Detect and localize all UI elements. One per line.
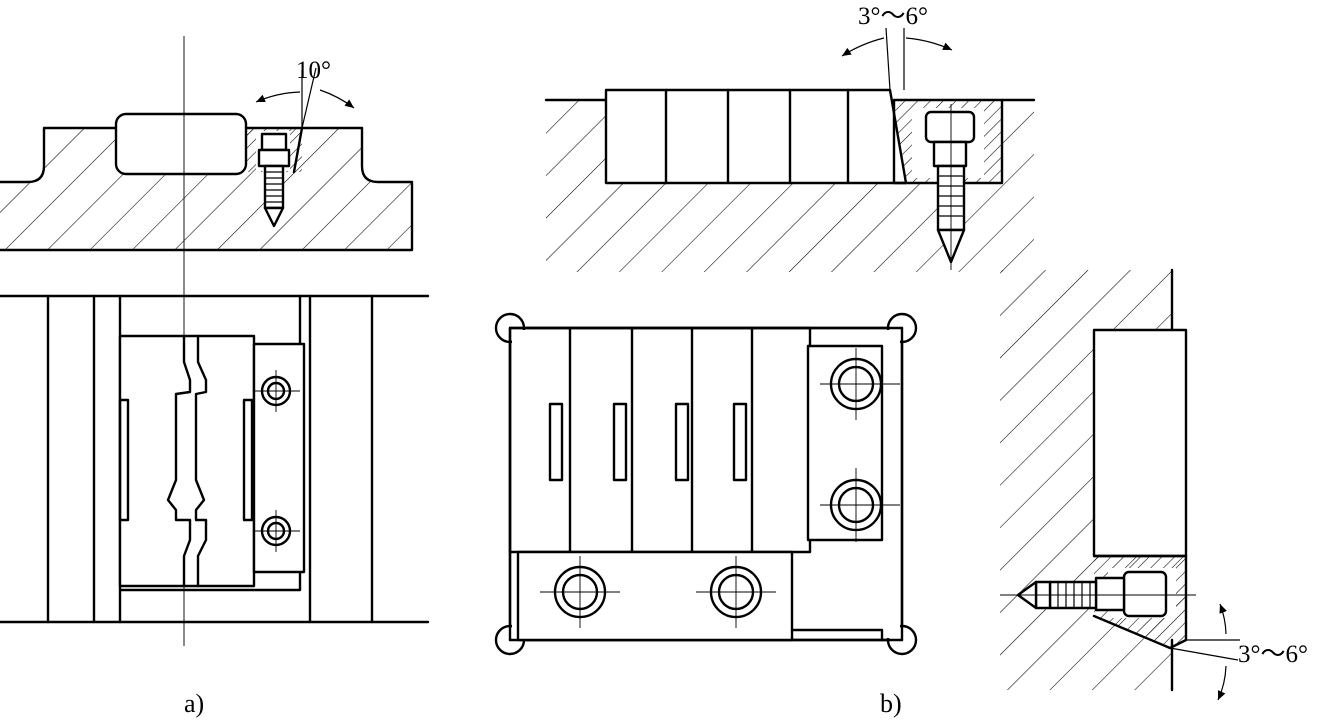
fig-b-side-wedge bbox=[806, 344, 884, 542]
fig-b-side-angle-extension-2 bbox=[1169, 647, 1239, 661]
fig-b-slot-2 bbox=[612, 402, 628, 482]
fig-b-bolt-hole-2 bbox=[820, 468, 900, 542]
fig-b-slot-3 bbox=[674, 402, 690, 482]
fig-b-side-bolt-head bbox=[1122, 570, 1168, 618]
fig-a-washer bbox=[257, 148, 291, 168]
fig-b-insert-stack bbox=[604, 88, 908, 185]
fig-b-bolt-hole-3 bbox=[540, 556, 620, 628]
fig-b-angle-arrow-left bbox=[841, 37, 885, 57]
fig-a-die-base-hatch bbox=[0, 128, 412, 250]
fig-b-bolt-hole-1 bbox=[820, 348, 900, 420]
fig-a-insert-plan bbox=[118, 334, 256, 588]
fig-a-bolt-thread bbox=[265, 171, 283, 203]
fig-b-slot-4 bbox=[732, 402, 748, 482]
fig-a-angle-arrow-right bbox=[319, 89, 355, 109]
fig-b-section-view: 3°～6° bbox=[544, 3, 1036, 272]
fig-b-bolt-head bbox=[924, 110, 976, 144]
fig-a-bolt-hole-2 bbox=[254, 510, 300, 552]
fig-b-angle-label-right: 3°～6° bbox=[1238, 641, 1308, 668]
fig-b-side-angle-arrow-up bbox=[1219, 603, 1227, 635]
fig-a-slot-left bbox=[118, 398, 130, 522]
fig-b-label: b) bbox=[880, 689, 902, 718]
fig-a-wedge-face bbox=[292, 126, 304, 174]
fig-a-label: a) bbox=[184, 689, 204, 718]
fig-b-bolt-hole-4 bbox=[696, 556, 776, 628]
fig-b-side-angle-arrow-down bbox=[1217, 665, 1227, 701]
fig-b-side-section: 3°～6° bbox=[1000, 268, 1308, 701]
fig-b-bottom-step bbox=[790, 628, 884, 642]
fig-b-slot-1 bbox=[548, 402, 564, 482]
fig-a-bolt-hole-1 bbox=[254, 370, 300, 412]
fig-b-angle-extension-1 bbox=[885, 27, 891, 91]
fig-b-die-base-hatch bbox=[546, 100, 1034, 272]
fig-b-angle-arrow-right bbox=[905, 37, 953, 51]
fig-a-insert-block bbox=[114, 112, 248, 176]
fig-a-angle-label: 10° bbox=[296, 57, 331, 84]
fig-a-drill-point bbox=[263, 206, 285, 228]
fig-b-plan-view bbox=[494, 312, 918, 656]
fig-a-angle-extension-2 bbox=[301, 67, 317, 129]
fig-b-side-insert bbox=[1092, 328, 1188, 558]
fig-a-insert-profile-right bbox=[194, 334, 208, 588]
fig-b-bottom-wedge bbox=[516, 550, 794, 642]
fig-b-bolt-neck bbox=[932, 140, 968, 168]
fig-a-plan-view bbox=[0, 294, 430, 624]
fig-a-angle-arrow-left bbox=[255, 91, 301, 103]
fig-a-slot-right bbox=[242, 398, 254, 522]
fig-b-side-bolt-neck bbox=[1094, 576, 1126, 612]
fig-a-die-base-outline bbox=[0, 126, 414, 252]
fig-a-section-view: 10° bbox=[0, 57, 414, 252]
fig-a-bolt-head bbox=[260, 132, 288, 152]
fig-b-angle-label-top: 3°～6° bbox=[858, 3, 928, 30]
fig-a-insert-profile-left bbox=[166, 334, 192, 588]
